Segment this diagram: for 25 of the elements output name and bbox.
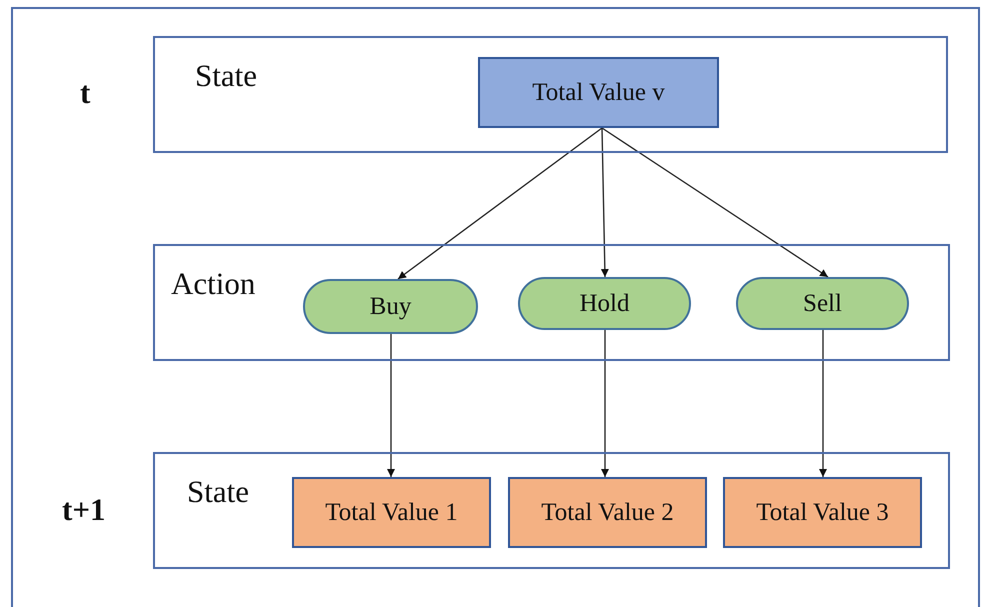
- action-pill: [518, 277, 691, 330]
- node-label: Total Value 1: [325, 498, 458, 526]
- arrow: [398, 127, 602, 280]
- row-label: State: [187, 474, 249, 510]
- node-label: Buy: [370, 292, 412, 320]
- node-label: Hold: [580, 290, 630, 318]
- action-pill: [736, 277, 909, 330]
- row-label: Action: [171, 266, 256, 302]
- result-box: [292, 477, 491, 548]
- arrow: [602, 127, 828, 278]
- arrow: [601, 330, 609, 477]
- arrow: [600, 128, 609, 278]
- node-label: Total Value 2: [541, 498, 674, 526]
- state-box: [478, 57, 719, 128]
- arrow: [819, 330, 827, 477]
- node-label: Total Value v: [532, 78, 665, 106]
- result-box: [508, 477, 707, 548]
- arrow: [387, 334, 395, 477]
- time-step-label: t+1: [62, 492, 106, 528]
- node-label: Sell: [803, 290, 842, 318]
- time-step-label: t: [80, 75, 90, 111]
- row-label: State: [195, 58, 257, 94]
- node-label: Total Value 3: [756, 498, 889, 526]
- row-panel: [153, 244, 950, 361]
- result-box: [723, 477, 922, 548]
